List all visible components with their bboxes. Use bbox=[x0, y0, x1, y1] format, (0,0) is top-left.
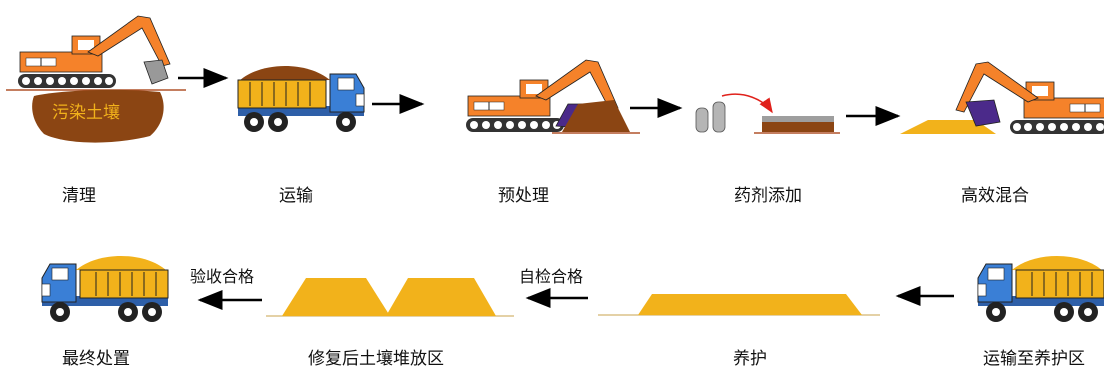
step-label-final: 最终处置 bbox=[62, 349, 130, 369]
dump-truck-soil-icon bbox=[237, 65, 365, 133]
arrow-label-self-check: 自检合格 bbox=[519, 267, 584, 286]
step-label-transport: 运输 bbox=[279, 186, 313, 206]
excavator-contaminated-soil-icon bbox=[6, 15, 186, 143]
reagent-addition-icon bbox=[695, 93, 840, 134]
dump-truck-final-icon bbox=[41, 255, 169, 323]
arrow-label-acceptance: 验收合格 bbox=[190, 267, 255, 286]
dump-truck-treated-icon bbox=[977, 255, 1104, 323]
step-label-pretreat: 预处理 bbox=[498, 186, 549, 206]
soil-badge: 污染土壤 bbox=[52, 102, 120, 123]
step-label-storage: 修复后土壤堆放区 bbox=[308, 349, 444, 369]
curing-pile-icon bbox=[598, 294, 880, 316]
step-label-clean: 清理 bbox=[62, 186, 96, 206]
excavator-mixing-soil-icon bbox=[465, 59, 640, 134]
step-label-mixing: 高效混合 bbox=[961, 186, 1029, 206]
excavator-mixing-treated-icon bbox=[900, 62, 1104, 134]
step-label-reagent: 药剂添加 bbox=[734, 186, 802, 206]
step-label-curing: 养护 bbox=[733, 349, 767, 369]
step-label-to-curing: 运输至养护区 bbox=[983, 349, 1085, 369]
storage-piles-icon bbox=[266, 278, 514, 317]
